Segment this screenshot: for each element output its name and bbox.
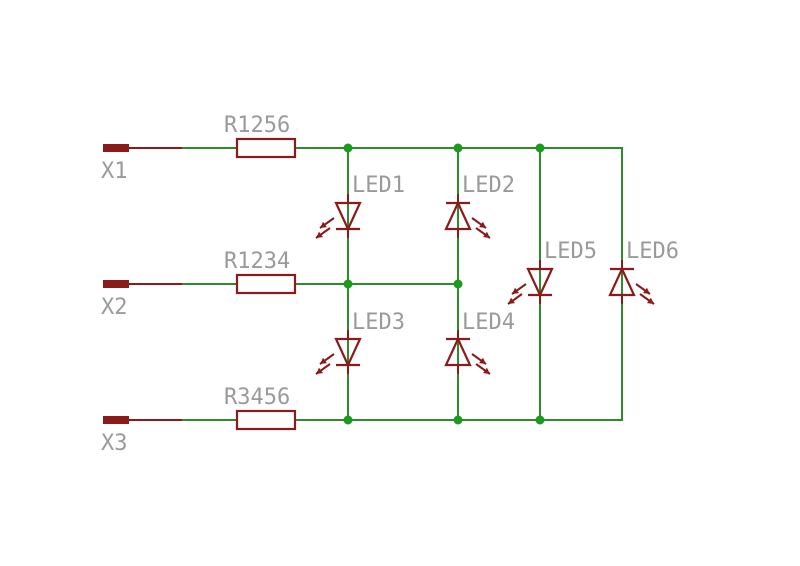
led-label: LED3 [352,310,405,335]
emission-arrows-icon [507,283,527,305]
led-led1: LED1 [315,173,405,239]
terminal-x2: X2 [101,280,182,320]
led-led4: LED4 [444,310,515,375]
wire-top-rail [181,147,623,421]
led-label: LED5 [544,239,597,264]
terminal-x1: X1 [101,144,182,184]
resistor-label: R1256 [224,113,290,138]
diode-symbol [526,260,554,304]
diode-symbol [444,330,472,374]
emission-arrows-icon [471,353,491,375]
emission-arrows-icon [635,283,655,305]
diode-triangle [444,336,472,367]
terminal-label: X3 [101,431,128,456]
junction-dot [453,143,463,153]
junction-dot [453,279,463,289]
junction-dot [343,143,353,153]
led-led2: LED2 [444,173,515,239]
diode-triangle [334,201,362,232]
diode-symbol [334,194,362,238]
resistor-label: R3456 [224,385,290,410]
resistor-r3456: R3456 [224,385,297,431]
junction-dot [453,415,463,425]
emission-arrows-icon [315,353,335,375]
led-label: LED2 [462,173,515,198]
led-led5: LED5 [507,239,597,305]
junction-dot [535,143,545,153]
resistor-r1234: R1234 [224,249,297,295]
led-led3: LED3 [315,310,405,375]
junctions [343,143,545,425]
terminal-x3: X3 [101,416,182,456]
led-led6: LED6 [608,239,679,305]
resistor-label: R1234 [224,249,290,274]
diode-triangle [334,337,362,368]
led-label: LED1 [352,173,405,198]
diode-symbol [608,260,636,304]
junction-dot [343,415,353,425]
diode-triangle [608,266,636,297]
junction-dot [535,415,545,425]
emission-arrows-icon [471,217,491,239]
resistor-r1256: R1256 [224,113,297,159]
diode-symbol [334,330,362,374]
diode-triangle [526,267,554,298]
terminal-label: X1 [101,159,128,184]
emission-arrows-icon [315,217,335,239]
terminal-label: X2 [101,295,128,320]
led-label: LED4 [462,310,515,335]
junction-dot [343,279,353,289]
led-label: LED6 [626,239,679,264]
diode-symbol [444,194,472,238]
diode-triangle [444,200,472,231]
